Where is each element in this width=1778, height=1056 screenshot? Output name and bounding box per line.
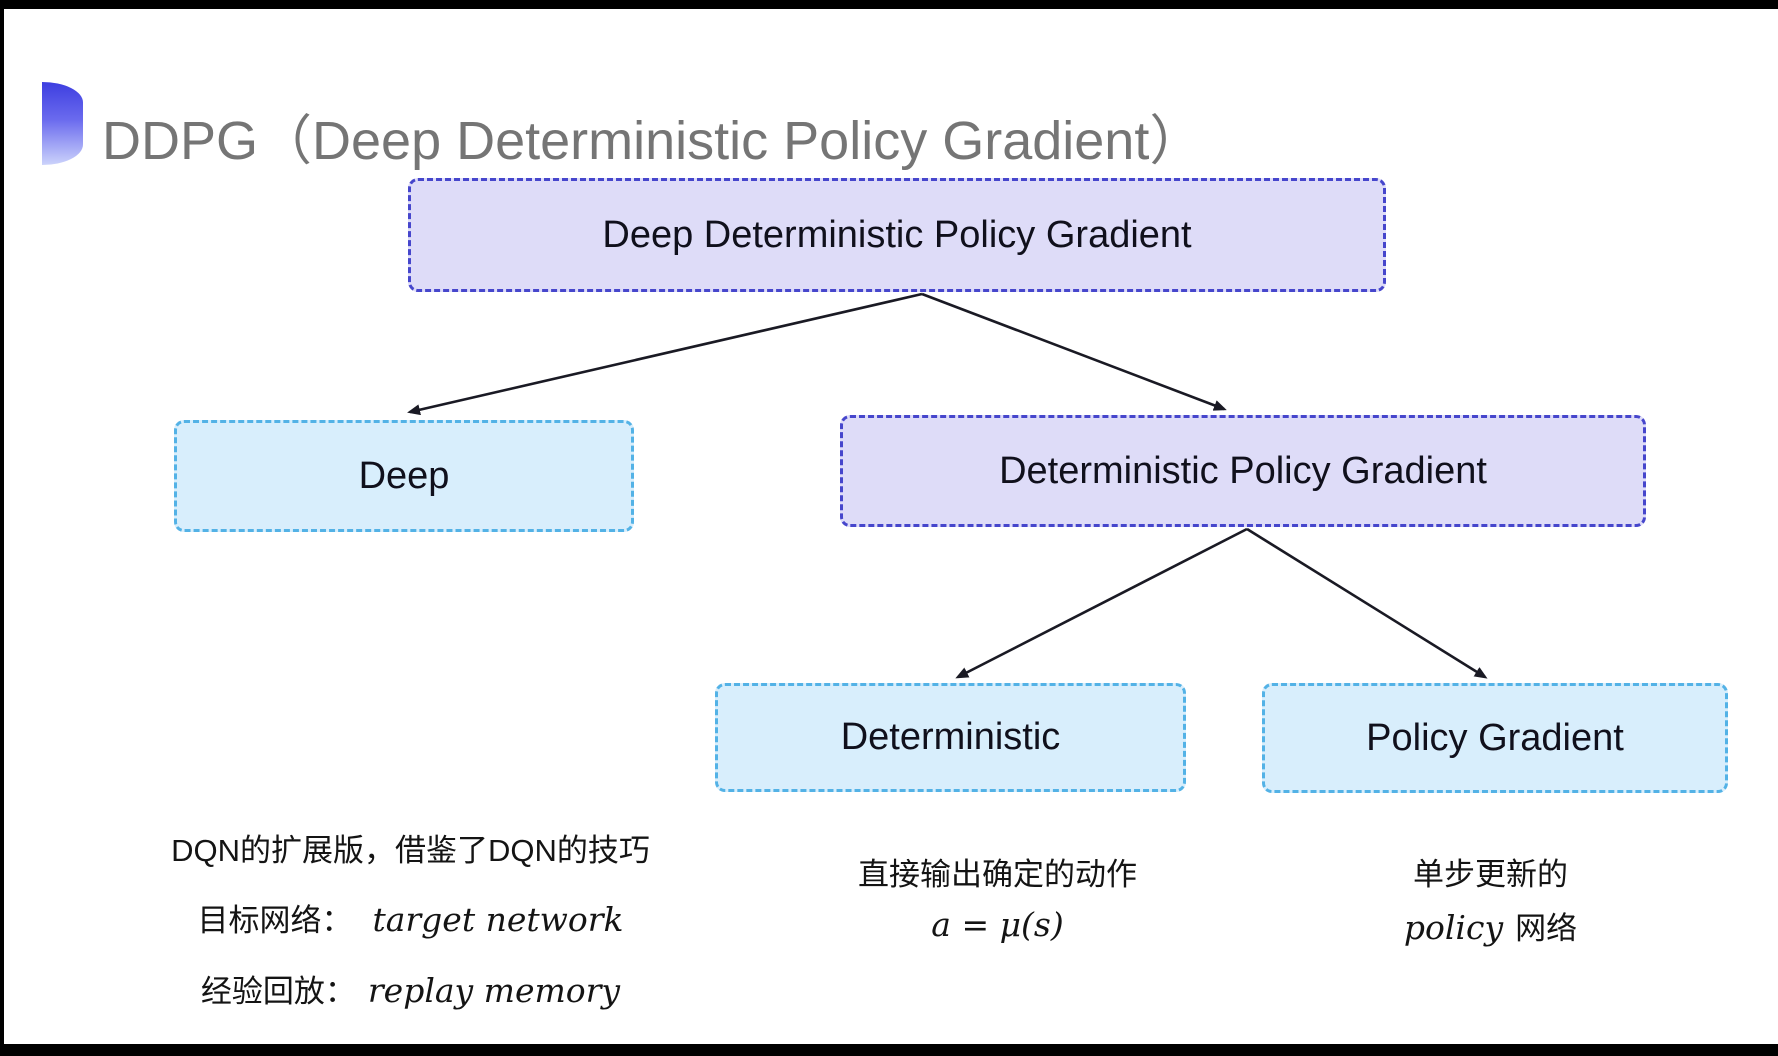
note-deterministic-summary: 直接输出确定的动作	[858, 857, 1137, 892]
note-label: 目标网络：	[197, 903, 353, 939]
note-term: replay memory	[367, 971, 621, 1011]
edge-dpg-to-deterministic	[955, 527, 1248, 679]
note-deterministic: 直接输出确定的动作 a = μ(s)	[790, 856, 1205, 944]
title-bullet-icon	[42, 82, 83, 165]
edge-dpg-to-policy-gradient	[1246, 527, 1488, 679]
node-label: Deep	[358, 454, 450, 497]
note-policy-gradient-network: policy 网络	[1288, 903, 1693, 948]
node-deep: Deep	[174, 420, 634, 532]
node-label: Deep Deterministic Policy Gradient	[602, 213, 1192, 256]
node-deterministic: Deterministic	[715, 683, 1186, 792]
note-deep-summary: DQN的扩展版，借鉴了DQN的技巧	[171, 833, 650, 868]
bottom-black-bar	[0, 1044, 1778, 1056]
note-deep-replay-memory: 经验回放： replay memory	[118, 966, 703, 1011]
page-title: DDPG（Deep Deterministic Policy Gradient）	[102, 111, 1204, 172]
note-policy-gradient-summary: 单步更新的	[1413, 857, 1568, 892]
note-term: policy	[1403, 908, 1504, 948]
left-black-bar	[0, 0, 4, 1056]
note-deterministic-formula: a = μ(s)	[931, 905, 1064, 945]
note-deep: DQN的扩展版，借鉴了DQN的技巧 目标网络： target network 经验…	[118, 832, 703, 1011]
note-policy-gradient: 单步更新的 policy 网络	[1288, 856, 1693, 948]
edge-root-to-deep	[407, 292, 923, 416]
edge-root-to-dpg	[921, 292, 1227, 411]
note-label: 经验回放：	[200, 974, 356, 1010]
node-label: Deterministic Policy Gradient	[999, 449, 1487, 492]
node-label: Policy Gradient	[1366, 716, 1624, 759]
node-label: Deterministic	[840, 716, 1061, 758]
node-deep-deterministic-policy-gradient: Deep Deterministic Policy Gradient	[408, 178, 1386, 292]
top-black-bar	[0, 0, 1778, 9]
node-deterministic-policy-gradient: Deterministic Policy Gradient	[840, 415, 1646, 527]
note-deep-target-network: 目标网络： target network	[118, 895, 703, 940]
note-term: target network	[372, 900, 624, 940]
node-policy-gradient: Policy Gradient	[1262, 683, 1728, 793]
note-label: 网络	[1515, 911, 1578, 947]
